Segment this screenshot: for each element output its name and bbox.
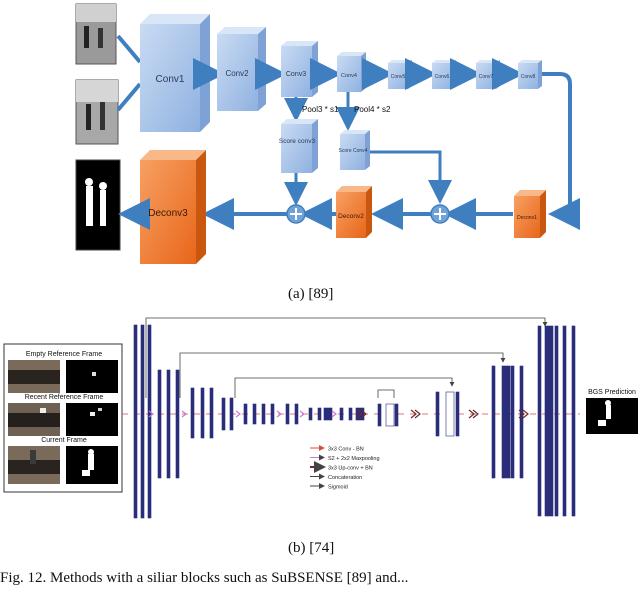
input-image-2 <box>75 79 119 145</box>
layer-bar <box>519 365 524 479</box>
current-frame-label: Current Frame <box>41 437 87 444</box>
network-bars <box>133 324 576 519</box>
layer-bar <box>200 387 205 439</box>
pool-arrow <box>299 410 305 418</box>
input-image-1 <box>75 3 117 65</box>
pool4-label: Pool4 * s2 <box>354 105 391 114</box>
layer-bar <box>285 403 290 425</box>
deconv2-label: Deconv2 <box>338 213 364 220</box>
score-conv4-label: Score Conv4 <box>339 148 368 154</box>
score-conv4-block <box>340 130 370 170</box>
layer-bar <box>190 387 195 439</box>
layer-bar <box>544 325 554 517</box>
conv3-label: Conv3 <box>286 71 306 78</box>
upconv-arrow <box>518 409 529 419</box>
conv8-block <box>518 60 542 89</box>
legend-label: 3x3 Up-conv + BN <box>328 466 373 472</box>
layer-bar <box>385 403 395 427</box>
layer-bar <box>501 365 511 479</box>
pool-arrow <box>235 410 241 418</box>
output-label: BGS Prediction <box>588 389 636 396</box>
recent-ref-label: Recent Reference Frame <box>25 394 104 401</box>
layer-bar <box>339 407 344 421</box>
conv3-block <box>281 41 318 97</box>
legend: 3x3 Conv - BN S2 + 2x2 Maxpooling 3x3 Up-c… <box>310 445 380 491</box>
layer-bar <box>491 365 496 479</box>
layer-bar <box>562 325 567 517</box>
caption-b: (b) [74] <box>288 540 335 556</box>
output-prediction <box>586 398 638 434</box>
conv7-label: Conv7 <box>479 74 494 80</box>
conv5-label: Conv5 <box>391 74 406 80</box>
conv8-label: Conv8 <box>521 74 536 80</box>
layer-bar <box>270 403 275 425</box>
legend-label: 3x3 Conv - BN <box>328 447 364 453</box>
upconv-arrow <box>468 409 479 419</box>
layer-bar <box>133 324 138 519</box>
layer-bar <box>435 391 440 437</box>
conv2-label: Conv2 <box>225 69 249 78</box>
pool-arrow <box>331 410 337 418</box>
diagram-b: Empty Reference Frame Recent Reference F… <box>3 317 638 519</box>
layer-bar <box>261 403 266 425</box>
conv6-label: Conv6 <box>435 74 450 80</box>
deconv2-block <box>336 186 372 238</box>
layer-bar <box>252 403 257 425</box>
pool3-label: Pool3 * s1 <box>302 105 339 114</box>
caption-a: (a) [89] <box>288 286 334 302</box>
layer-bar <box>221 397 226 431</box>
layer-bar <box>209 387 214 439</box>
layer-bar <box>308 407 313 421</box>
layer-bar <box>166 369 171 479</box>
layer-bar <box>554 325 559 517</box>
layer-bar <box>455 391 460 437</box>
empty-ref-label: Empty Reference Frame <box>26 351 102 358</box>
deconv3-label: Deconv3 <box>148 208 188 219</box>
layer-bar <box>394 403 399 427</box>
layer-bar <box>229 397 234 431</box>
deconv3-block <box>140 150 206 264</box>
layer-bar <box>571 325 576 517</box>
legend-label: S2 + 2x2 Maxpooling <box>328 456 380 462</box>
upconv-arrow <box>410 409 421 419</box>
upconv-arrow <box>356 409 367 419</box>
layer-bar <box>348 407 353 421</box>
conv1-block <box>140 14 210 132</box>
layer-bar <box>377 403 382 427</box>
layer-bar <box>355 407 365 421</box>
input-frames-box <box>3 343 123 493</box>
diagram-a: Conv1 Conv2 Conv3 Conv4 Conv5 Conv6 Conv… <box>75 3 580 264</box>
conv2-block <box>217 27 266 111</box>
score-conv3-block <box>281 119 318 173</box>
layer-bar <box>323 407 333 421</box>
deconv1-label: Deconv1 <box>517 215 537 221</box>
output-mask <box>75 159 121 251</box>
layer-bar <box>317 407 322 421</box>
layer-bar <box>243 403 248 425</box>
conv4-block <box>337 52 366 92</box>
frame-thumbs <box>8 360 118 484</box>
layer-bar <box>147 324 152 519</box>
layer-bar <box>445 391 455 437</box>
layer-bar <box>140 324 145 519</box>
pool-arrow <box>148 410 154 418</box>
figure-caption: Fig. 12. Methods with a siliar blocks su… <box>0 570 409 586</box>
conv1-label: Conv1 <box>156 74 185 85</box>
layer-bar <box>294 403 299 425</box>
layer-bar <box>157 369 162 479</box>
deconv1-block <box>514 190 546 238</box>
score-conv3-label: Score conv3 <box>279 138 316 145</box>
layer-bar <box>537 325 542 517</box>
pool-arrow <box>276 410 282 418</box>
legend-label: Sigmoid <box>328 485 348 491</box>
layer-bar <box>175 369 180 479</box>
conv4-label: Conv4 <box>341 73 357 79</box>
pool-arrow <box>181 410 187 418</box>
legend-label: Concateration <box>328 475 362 481</box>
layer-bar <box>510 365 515 479</box>
